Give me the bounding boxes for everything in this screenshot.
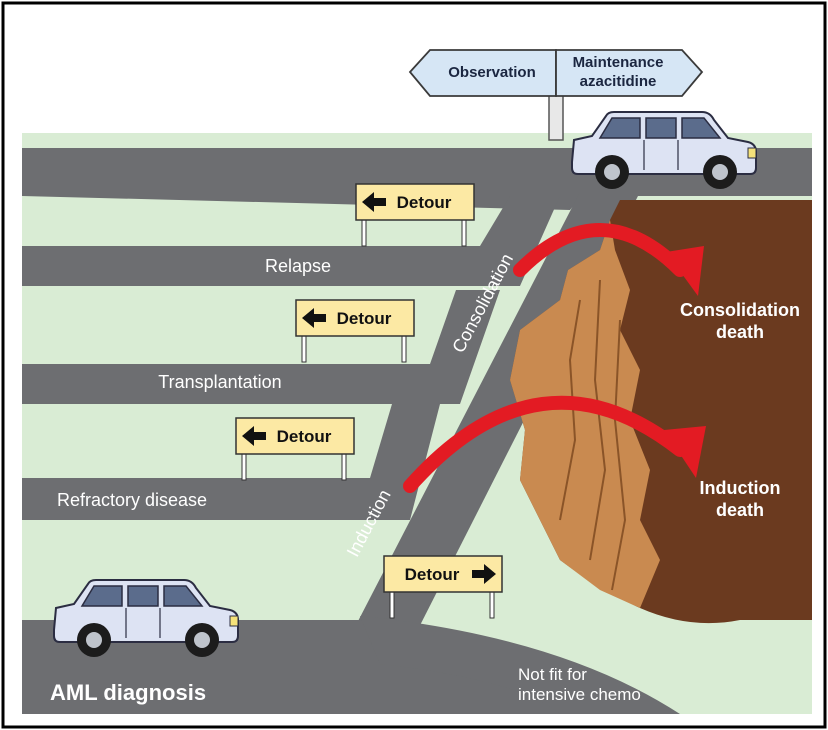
consolidation-death-label-line2: death (716, 322, 764, 342)
maintenance-label-line1: Maintenance (573, 54, 664, 71)
detour-label-not-fit: Detour (405, 565, 460, 584)
refractory-label: Refractory disease (57, 490, 207, 510)
not-fit-label-line1: Not fit for (518, 665, 587, 684)
detour-label-transplantation: Detour (337, 309, 392, 328)
maintenance-label-line2: azacitidine (580, 73, 657, 90)
consolidation-death-label-line1: Consolidation (680, 300, 800, 320)
detour-label-relapse: Detour (397, 193, 452, 212)
signpost-pole (549, 90, 563, 140)
transplantation-label: Transplantation (158, 372, 281, 392)
not-fit-label-line2: intensive chemo (518, 685, 641, 704)
detour-label-refractory: Detour (277, 427, 332, 446)
induction-death-label-line2: death (716, 500, 764, 520)
relapse-label: Relapse (265, 256, 331, 276)
induction-death-label-line1: Induction (700, 478, 781, 498)
aml-diagnosis-label: AML diagnosis (50, 680, 206, 705)
observation-label: Observation (448, 64, 536, 81)
